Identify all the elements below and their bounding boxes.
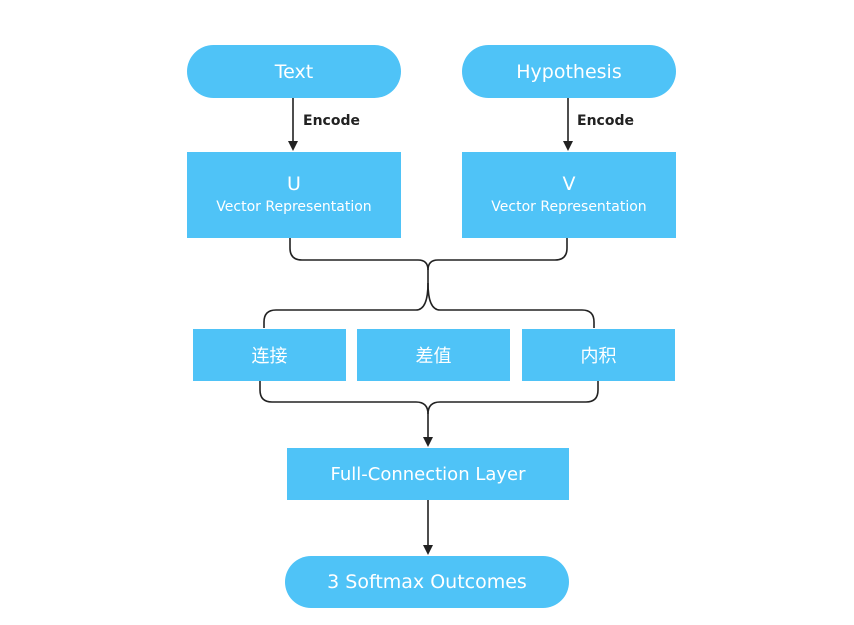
u-title: U	[287, 173, 301, 195]
hypothesis-node: Hypothesis	[462, 45, 676, 98]
encode-label-left: Encode	[303, 113, 360, 129]
hypothesis-node-label: Hypothesis	[516, 60, 622, 83]
brace-split-left	[263, 282, 429, 328]
brace-ops-merge-left	[259, 381, 429, 415]
concat-label: 连接	[251, 346, 288, 367]
concat-node: 连接	[193, 329, 346, 381]
brace-merge-vu	[427, 238, 568, 271]
v-title: V	[562, 173, 576, 195]
brace-ops-merge-right	[427, 381, 599, 415]
v-vector-node: V Vector Representation	[462, 152, 676, 238]
v-subtitle: Vector Representation	[491, 199, 647, 215]
full-connection-node: Full-Connection Layer	[287, 448, 569, 500]
text-node: Text	[187, 45, 401, 98]
softmax-outcomes-label: 3 Softmax Outcomes	[327, 571, 527, 593]
softmax-outcomes-node: 3 Softmax Outcomes	[285, 556, 569, 608]
inner-product-label: 内积	[580, 346, 617, 367]
inner-product-node: 内积	[522, 329, 675, 381]
encode-label-right: Encode	[577, 113, 634, 129]
u-vector-node: U Vector Representation	[187, 152, 401, 238]
difference-label: 差值	[415, 346, 452, 367]
full-connection-label: Full-Connection Layer	[330, 463, 526, 485]
brace-merge-uv	[289, 238, 429, 283]
brace-split-right	[427, 282, 595, 328]
text-node-label: Text	[274, 60, 314, 83]
u-subtitle: Vector Representation	[216, 199, 372, 215]
difference-node: 差值	[357, 329, 510, 381]
